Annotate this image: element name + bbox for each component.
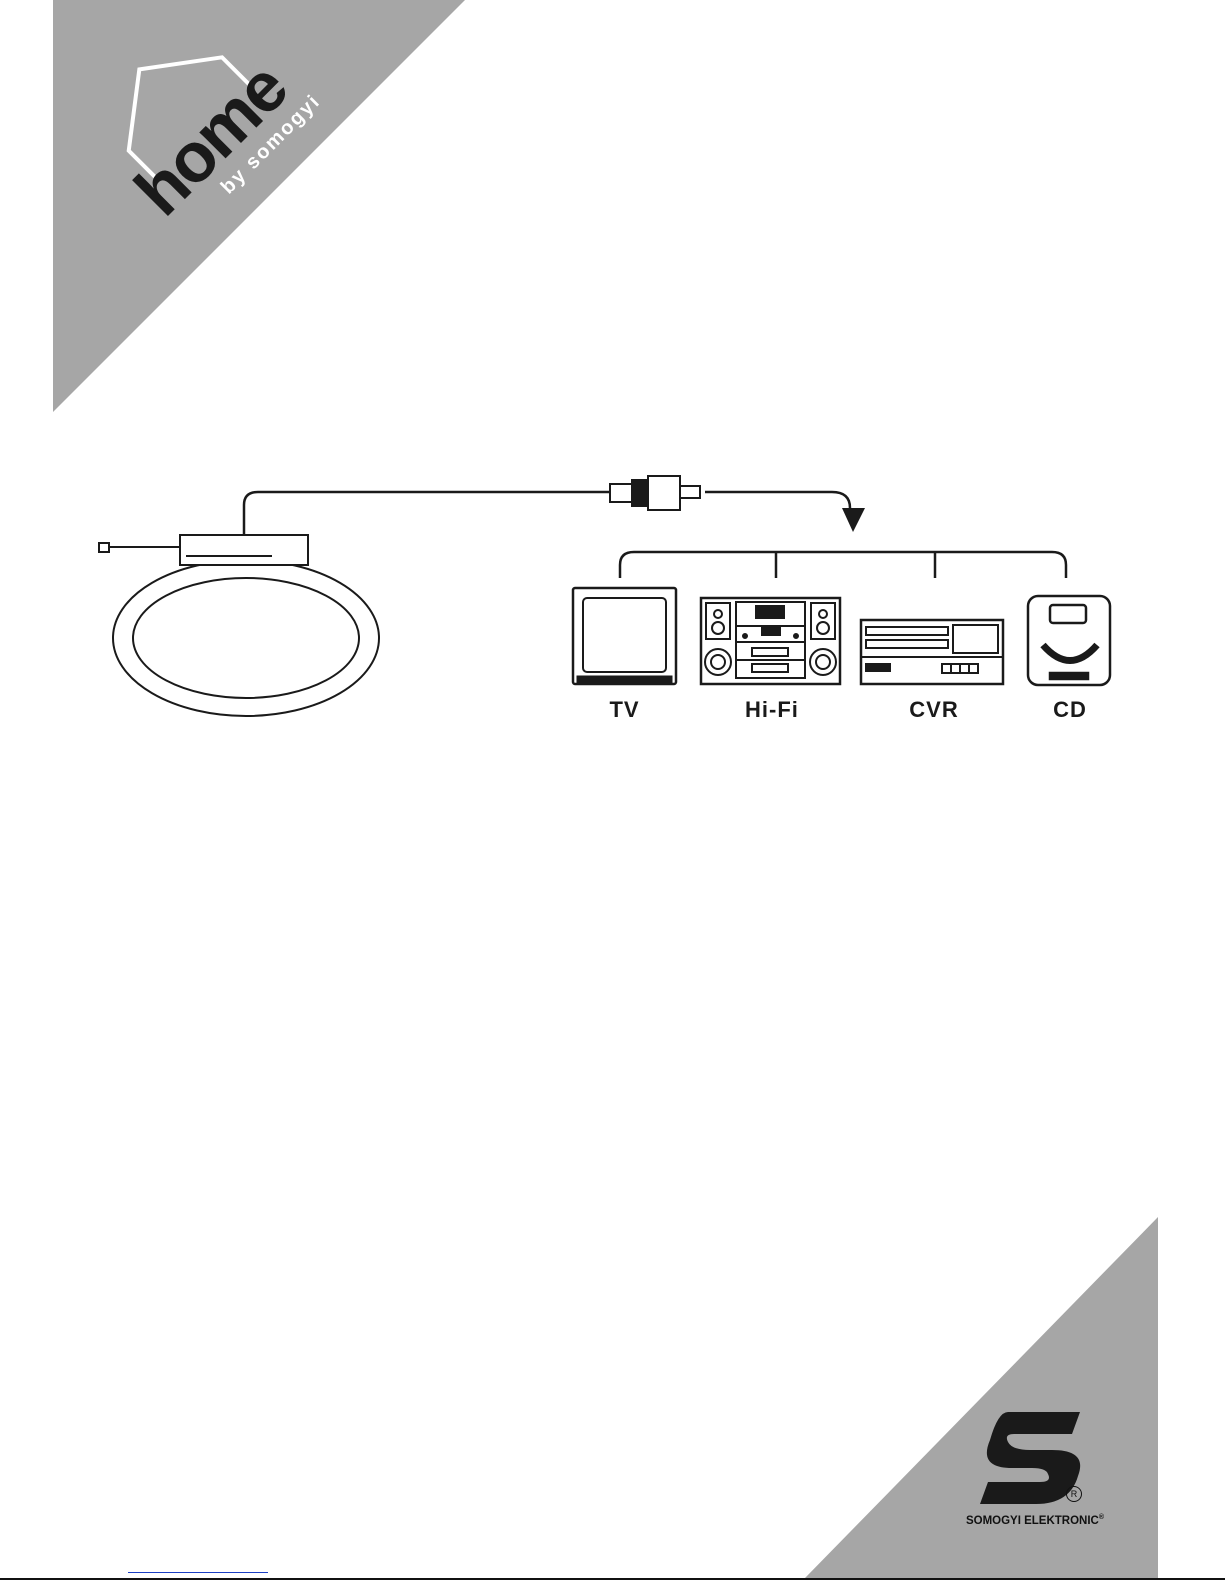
cvr-display-panel: [953, 625, 998, 653]
hifi-cassette-deck: [752, 648, 788, 656]
device-bus: [620, 552, 1066, 578]
hifi-knob-2: [794, 634, 798, 638]
device-label-hifi: Hi-Fi: [726, 690, 818, 730]
jack-plug-tip: [680, 486, 700, 498]
woofer-right-cone: [816, 655, 830, 669]
hifi-knob-1: [743, 634, 747, 638]
cd-icon: [1028, 596, 1110, 685]
brand-name-text: SOMOGYI ELEKTRONIC: [966, 1515, 1099, 1527]
cable-right-segment: [705, 492, 850, 515]
bus-line: [620, 552, 1066, 578]
antenna-cable: [244, 492, 850, 535]
device-label-cvr: CVR: [888, 690, 980, 730]
loop-antenna: [99, 535, 379, 716]
footer-link-underline[interactable]: [128, 1572, 268, 1573]
hifi-display: [756, 606, 784, 618]
jack-adapter-icon: [610, 476, 700, 510]
midrange-left: [712, 622, 724, 634]
adapter-body: [648, 476, 680, 510]
device-label-tv: TV: [583, 690, 666, 730]
antenna-loop-outer: [113, 560, 379, 716]
footer-rule: [0, 1578, 1225, 1580]
cd-base-slot: [1050, 673, 1088, 679]
cable-left-segment: [244, 492, 612, 535]
antenna-rod-tip: [99, 543, 109, 552]
tv-base: [577, 676, 672, 683]
device-label-cd: CD: [1030, 690, 1110, 730]
cvr-tape-slot-2: [866, 640, 948, 648]
registered-mark: R: [1066, 1486, 1082, 1502]
tv-icon: [573, 588, 676, 684]
adapter-ring: [632, 480, 648, 506]
tweeter-left: [714, 610, 722, 618]
midrange-right: [817, 622, 829, 634]
cvr-tape-slot-1: [866, 627, 948, 635]
brand-registered-small: ®: [1099, 1514, 1104, 1521]
tv-screen: [583, 598, 666, 672]
hifi-icon: [701, 598, 840, 684]
cd-display: [1050, 605, 1086, 623]
tweeter-right: [819, 610, 827, 618]
arrow-down-icon: [842, 508, 865, 532]
hifi-tuner-strip: [762, 628, 780, 635]
antenna-loop-inner: [133, 578, 359, 698]
brand-name: SOMOGYI ELEKTRONIC®: [930, 1514, 1140, 1527]
antenna-base-box: [180, 535, 308, 565]
adapter-socket: [610, 484, 632, 502]
cvr-icon: [861, 620, 1003, 684]
hifi-cd-tray: [752, 664, 788, 672]
cvr-power-button: [866, 664, 890, 671]
woofer-left-cone: [711, 655, 725, 669]
somogyi-s-logo-icon: [980, 1412, 1080, 1504]
